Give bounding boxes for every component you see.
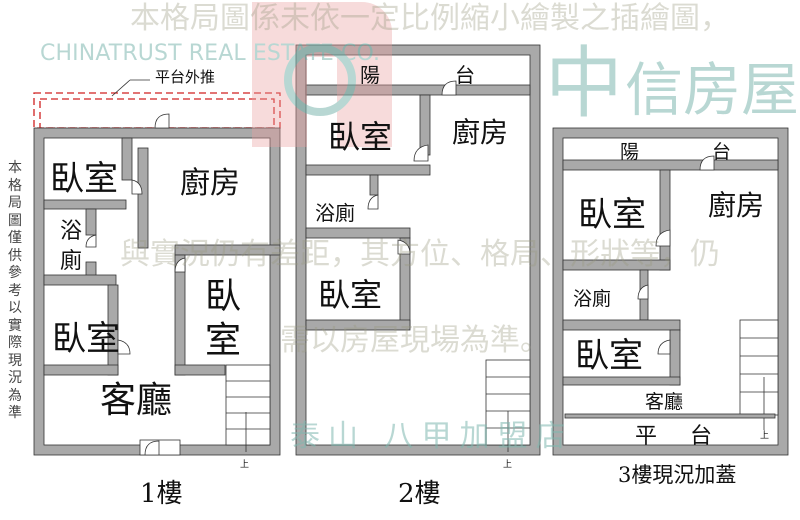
f3-balcony-2: 台 [712, 141, 731, 163]
platform-extension-outline [33, 92, 281, 129]
floor1-stairs [225, 364, 271, 452]
floor1-back-door [154, 113, 170, 129]
logo-branch: 泰山 八甲加盟店 [290, 419, 574, 454]
f3-bedroom-mid: 臥室 [575, 336, 643, 376]
watermark-line-2: 與實況仍有差距，其方位、格局、形狀等，仍 [120, 237, 720, 272]
f1-bedroom-right-2: 室 [205, 320, 241, 361]
f2-stair-up: 上 [503, 459, 512, 470]
disclaimer-watermark: 本格局圖係未依一定比例縮小繪製之插繪圖， 與實況仍有差距，其方位、格局、形狀等，… [120, 1, 730, 358]
floor1-plan [33, 79, 281, 456]
f3-stair-up: 上 [760, 430, 769, 441]
logo-brand-1: 中 [545, 39, 623, 129]
f1-bedroom-top: 臥室 [50, 159, 118, 199]
platform-leader-line [111, 79, 131, 97]
floor3-plan [552, 127, 789, 456]
f2-kitchen: 廚房 [452, 116, 508, 149]
f2-balcony-1: 陽 [360, 63, 380, 87]
floor2-stairs [485, 359, 531, 452]
f1-kitchen: 廚房 [180, 166, 240, 201]
f1-stair-up: 上 [240, 459, 249, 470]
f1-bedroom-right-1: 臥 [205, 276, 241, 317]
f1-living: 客廳 [100, 380, 172, 421]
f3-kitchen: 廚房 [708, 189, 764, 222]
floor2-plan [295, 44, 541, 456]
f1-caption: 1樓 [140, 479, 183, 509]
logo-english: CHINATRUST REAL ESTATE CO. [40, 41, 380, 66]
f1-bedroom-left: 臥室 [52, 319, 120, 359]
f3-balcony-1: 陽 [620, 141, 639, 163]
platform-label: 平台外推 [155, 68, 215, 86]
f3-terrace-2: 台 [690, 424, 712, 449]
floor3-railing [564, 413, 776, 419]
f1-bath-1: 浴 [60, 219, 82, 244]
f2-caption: 2樓 [398, 479, 441, 509]
logo-brand-2: 信房屋 [625, 56, 799, 124]
f2-bath: 浴廁 [315, 201, 355, 225]
f1-bath-2: 廁 [60, 249, 82, 274]
f3-caption: 3樓現況加蓋 [618, 463, 736, 487]
f2-bedroom-mid: 臥室 [318, 276, 382, 314]
f2-balcony-2: 台 [455, 63, 475, 87]
floor1-entrance-door [144, 440, 160, 456]
watermark-line-3: 需以房屋現場為準。 [280, 323, 550, 358]
f3-terrace-1: 平 [635, 424, 657, 449]
side-disclaimer: 本格局圖僅供參考以實際現況為準 [8, 160, 22, 421]
f3-living: 客廳 [645, 391, 683, 413]
watermark-line-1: 本格局圖係未依一定比例縮小繪製之插繪圖， [130, 1, 730, 36]
f3-bath: 浴廁 [573, 287, 611, 310]
f3-bedroom-top: 臥室 [578, 195, 646, 235]
f2-bedroom-top: 臥室 [328, 118, 392, 156]
